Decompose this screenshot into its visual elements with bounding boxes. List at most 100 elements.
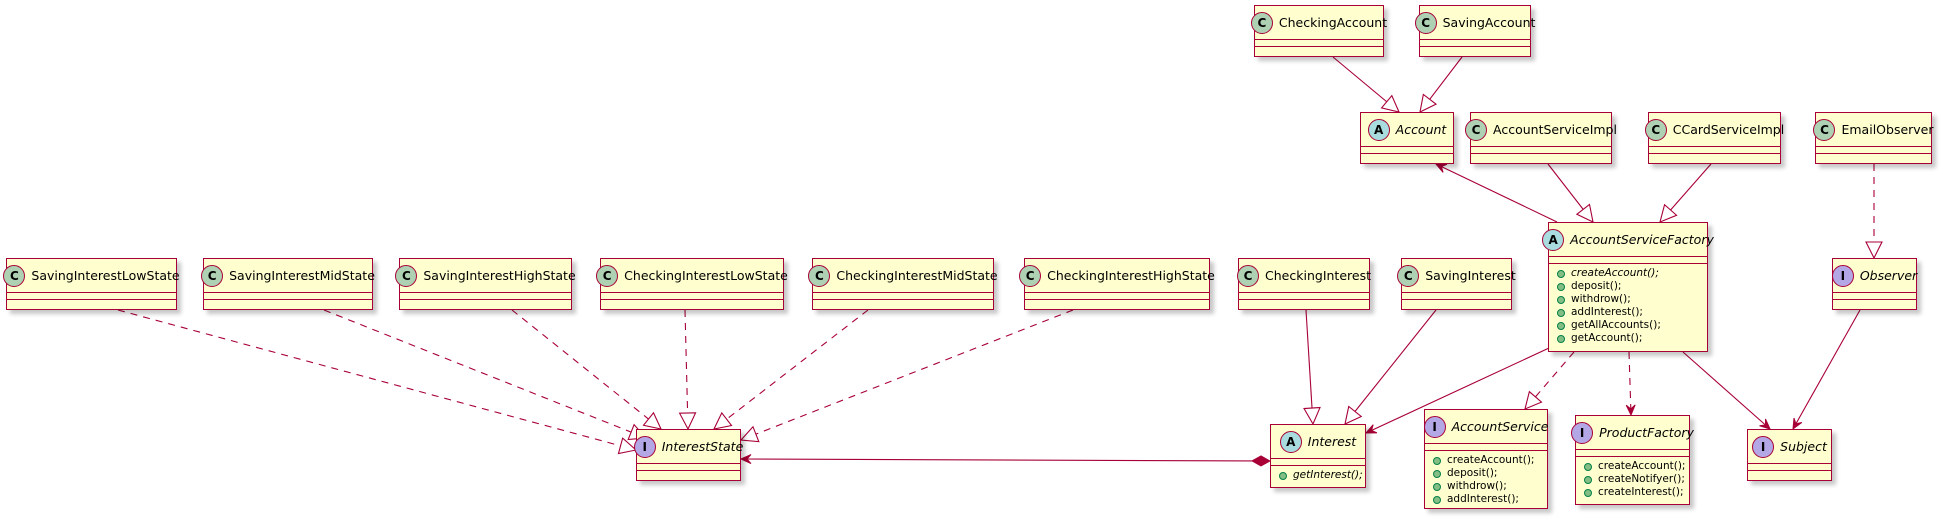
interface-icon: I xyxy=(633,435,656,458)
class-header: A AccountServiceFactory xyxy=(1542,223,1714,257)
relation-implements xyxy=(678,309,697,431)
interface-icon: I xyxy=(1423,415,1446,438)
relation-extends xyxy=(1332,56,1400,113)
method-row: getInterest(); xyxy=(1279,469,1363,482)
relation-line xyxy=(1354,309,1437,412)
class-icon: C xyxy=(3,264,26,287)
fields-compartment xyxy=(1361,147,1453,154)
fields-compartment xyxy=(1255,40,1383,47)
method-row: createInterest(); xyxy=(1584,486,1684,499)
generalization-arrowhead xyxy=(1524,390,1543,410)
public-visibility-icon xyxy=(1433,469,1441,478)
public-visibility-icon xyxy=(1584,475,1592,484)
methods-compartment xyxy=(1420,47,1530,54)
class-name: CCardServiceImpl xyxy=(1672,122,1785,137)
relation-composition xyxy=(739,454,1272,467)
class-name: AccountServiceFactory xyxy=(1570,232,1714,247)
relation-line xyxy=(1628,351,1632,416)
methods-compartment xyxy=(1239,300,1369,307)
methods-compartment: createAccount();deposit();withdrow();add… xyxy=(1425,451,1547,510)
class-header: C CheckingInterest xyxy=(1237,259,1371,293)
abstract-class-icon: A xyxy=(1279,430,1302,453)
relation-line xyxy=(684,309,689,414)
navigable-arrowhead xyxy=(739,454,752,464)
class-icon: C xyxy=(1465,118,1488,141)
generalization-arrowhead xyxy=(1344,405,1363,425)
generalization-arrowhead xyxy=(1303,406,1321,426)
fields-compartment xyxy=(1239,293,1369,300)
methods-compartment xyxy=(1402,300,1511,307)
method-row: createAccount(); xyxy=(1557,267,1699,280)
class-name: SavingInterestLowState xyxy=(31,268,180,283)
method-name: deposit(); xyxy=(1447,467,1498,479)
public-visibility-icon xyxy=(1433,495,1441,504)
method-row: withdrow(); xyxy=(1433,480,1539,493)
relation-extends xyxy=(1303,309,1321,426)
class-name: SavingInterestHighState xyxy=(423,268,576,283)
relation-implements xyxy=(323,309,648,441)
class-icon: C xyxy=(596,264,619,287)
relation-extends xyxy=(1344,309,1437,425)
public-visibility-icon xyxy=(1557,282,1565,291)
navigable-arrowhead xyxy=(1625,404,1636,417)
class-icon: C xyxy=(1237,264,1260,287)
methods-compartment xyxy=(813,300,993,307)
fields-compartment xyxy=(1576,450,1689,457)
public-visibility-icon xyxy=(1584,462,1592,471)
method-row: deposit(); xyxy=(1433,467,1539,480)
public-visibility-icon xyxy=(1557,321,1565,330)
class-name: SavingInterest xyxy=(1425,268,1516,283)
fields-compartment xyxy=(637,464,740,471)
method-name: createAccount(); xyxy=(1598,460,1686,472)
methods-compartment xyxy=(1833,300,1916,307)
method-name: createAccount(); xyxy=(1447,454,1535,466)
class-name: CheckingInterest xyxy=(1265,268,1371,283)
relation-association xyxy=(1792,309,1861,431)
class-name: Subject xyxy=(1780,439,1827,454)
method-row: getAllAccounts(); xyxy=(1557,319,1699,332)
public-visibility-icon xyxy=(1279,471,1287,480)
composition-diamond xyxy=(1250,455,1272,467)
generalization-arrowhead xyxy=(642,411,662,430)
fields-compartment xyxy=(7,293,176,300)
class-icon: C xyxy=(1250,11,1273,34)
generalization-arrowhead xyxy=(1419,93,1438,113)
method-row: createNotifyer(); xyxy=(1584,473,1685,486)
class-name: ProductFactory xyxy=(1599,425,1694,440)
relation-line xyxy=(1305,309,1313,409)
methods-compartment xyxy=(7,300,176,307)
class-icon: C xyxy=(1397,264,1420,287)
abstract-class-icon: A xyxy=(1542,228,1565,251)
generalization-arrowhead xyxy=(1659,203,1678,223)
relation-association xyxy=(1682,351,1771,430)
public-visibility-icon xyxy=(1584,488,1592,497)
class-name: SavingInterestMidState xyxy=(229,268,375,283)
method-row: createAccount(); xyxy=(1433,454,1539,467)
relation-line xyxy=(117,309,621,447)
method-row: createAccount(); xyxy=(1584,460,1685,473)
class-header: C SavingInterest xyxy=(1397,259,1516,293)
fields-compartment xyxy=(204,293,372,300)
class-name: AccountServiceImpl xyxy=(1493,122,1617,137)
class-savinginterest: C SavingInterest xyxy=(1397,258,1516,310)
class-icon: C xyxy=(1019,264,1042,287)
navigable-arrowhead xyxy=(1434,163,1448,173)
generalization-arrowhead xyxy=(713,411,733,430)
relation-line xyxy=(323,309,632,433)
method-row: withdrow(); xyxy=(1557,293,1699,306)
generalization-arrowhead xyxy=(617,437,638,455)
relation-line xyxy=(1535,351,1575,398)
class-header: C SavingInterestLowState xyxy=(3,259,180,293)
methods-compartment xyxy=(1361,154,1453,161)
